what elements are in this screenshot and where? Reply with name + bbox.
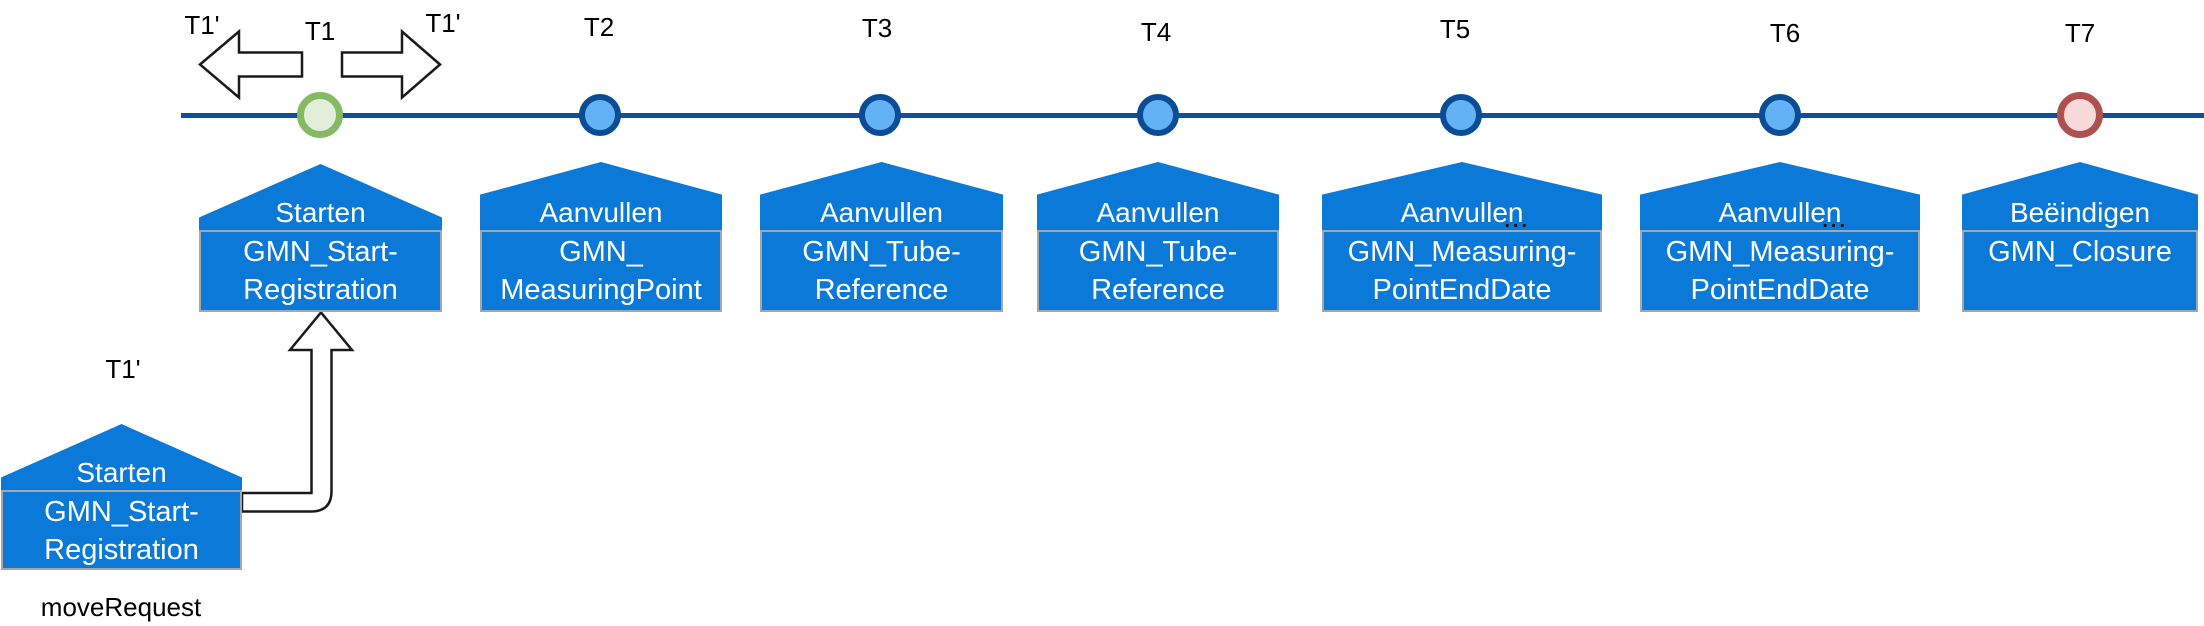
roof-label: Aanvullen: [1096, 197, 1220, 228]
timeline-node-circle-t6: [1759, 94, 1801, 136]
house-roof: Beëindigen: [1962, 162, 2198, 230]
event-house-t6: Aanvullen ... GMN_Measuring- PointEndDat…: [1640, 162, 1920, 312]
house-body: GMN_Measuring- PointEndDate: [1640, 230, 1920, 312]
timeline-node-circle-t3: [859, 94, 901, 136]
house-body: GMN_Measuring- PointEndDate: [1322, 230, 1602, 312]
timeline-node-circle-t1: [297, 92, 343, 138]
roof-label: Aanvullen: [1718, 197, 1842, 228]
house-body: GMN_Tube- Reference: [1037, 230, 1279, 312]
tick-label-t1: T1: [304, 16, 336, 46]
roof-label: Starten: [275, 197, 366, 228]
roof-label: Aanvullen: [820, 197, 943, 228]
house-roof: Aanvullen ...: [1322, 162, 1602, 230]
roof-label: Beëindigen: [2009, 197, 2151, 228]
timeline-node-circle-t7: [2057, 92, 2103, 138]
event-house-move-request: Starten GMN_Start- Registration: [1, 424, 242, 570]
event-house-t4: Aanvullen GMN_Tube- Reference: [1037, 162, 1279, 312]
event-house-t2: Aanvullen GMN_ MeasuringPoint: [480, 162, 722, 312]
timeline-node-circle-t2: [579, 94, 621, 136]
house-body: GMN_ MeasuringPoint: [480, 230, 722, 312]
roof-ellipsis: ...: [1504, 210, 1530, 232]
house-body: GMN_Start- Registration: [199, 230, 442, 312]
event-house-t3: Aanvullen GMN_Tube- Reference: [760, 162, 1003, 312]
move-left-arrow-icon: [198, 28, 304, 101]
tick-label-t5: T5: [1439, 14, 1471, 44]
tick-label-t1-prime-detached: T1': [105, 354, 141, 384]
tick-label-t1-prime-right: T1': [425, 8, 461, 38]
body-label: GMN_ MeasuringPoint: [500, 236, 702, 306]
event-house-t1: Starten GMN_Start- Registration: [199, 164, 442, 312]
move-request-elbow-arrow: [240, 310, 355, 513]
tick-label-t4: T4: [1140, 17, 1172, 47]
house-roof: Aanvullen: [480, 162, 722, 230]
timeline-node-circle-t5: [1440, 94, 1482, 136]
event-house-t5: Aanvullen ... GMN_Measuring- PointEndDat…: [1322, 162, 1602, 312]
timeline-node-circle-t4: [1137, 94, 1179, 136]
house-roof: Aanvullen: [760, 162, 1003, 230]
house-roof: Starten: [199, 164, 442, 230]
body-label: GMN_Tube- Reference: [802, 236, 961, 306]
roof-label: Aanvullen: [539, 197, 663, 228]
move-request-caption: moveRequest: [40, 592, 202, 622]
house-roof: Aanvullen ...: [1640, 162, 1920, 230]
house-body: GMN_Closure: [1962, 230, 2198, 312]
tick-label-t2: T2: [583, 12, 615, 42]
body-label: GMN_Measuring- PointEndDate: [1347, 236, 1577, 306]
house-body: GMN_Tube- Reference: [760, 230, 1003, 312]
roof-ellipsis: ...: [1822, 210, 1848, 232]
house-body: GMN_Start- Registration: [1, 490, 242, 570]
move-right-arrow-icon: [340, 28, 442, 101]
roof-label: Starten: [76, 457, 167, 488]
house-roof: Aanvullen: [1037, 162, 1279, 230]
event-house-t7: Beëindigen GMN_Closure: [1962, 162, 2198, 312]
tick-label-t6: T6: [1769, 18, 1801, 48]
body-label: GMN_Tube- Reference: [1078, 236, 1238, 306]
body-label: GMN_Start- Registration: [44, 496, 199, 566]
tick-label-t3: T3: [861, 13, 893, 43]
house-roof: Starten: [1, 424, 242, 490]
tick-label-t7: T7: [2064, 18, 2096, 48]
body-label: GMN_Start- Registration: [243, 236, 398, 306]
roof-label: Aanvullen: [1400, 197, 1524, 228]
body-label: GMN_Measuring- PointEndDate: [1665, 236, 1895, 306]
body-label: GMN_Closure: [1988, 236, 2172, 268]
tick-label-t1-prime-left: T1': [184, 10, 220, 40]
